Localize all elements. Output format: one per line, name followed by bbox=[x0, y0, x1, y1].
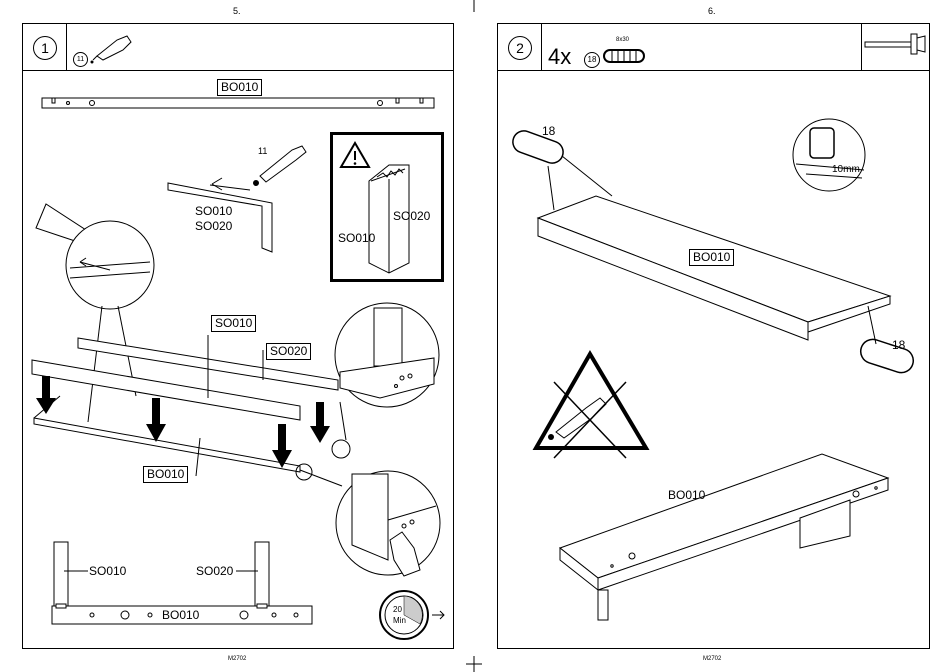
left-footer-code: M2702 bbox=[228, 656, 246, 662]
bo010-bottom-right-label: BO010 bbox=[668, 488, 705, 502]
right-footer-code: M2702 bbox=[703, 656, 721, 662]
